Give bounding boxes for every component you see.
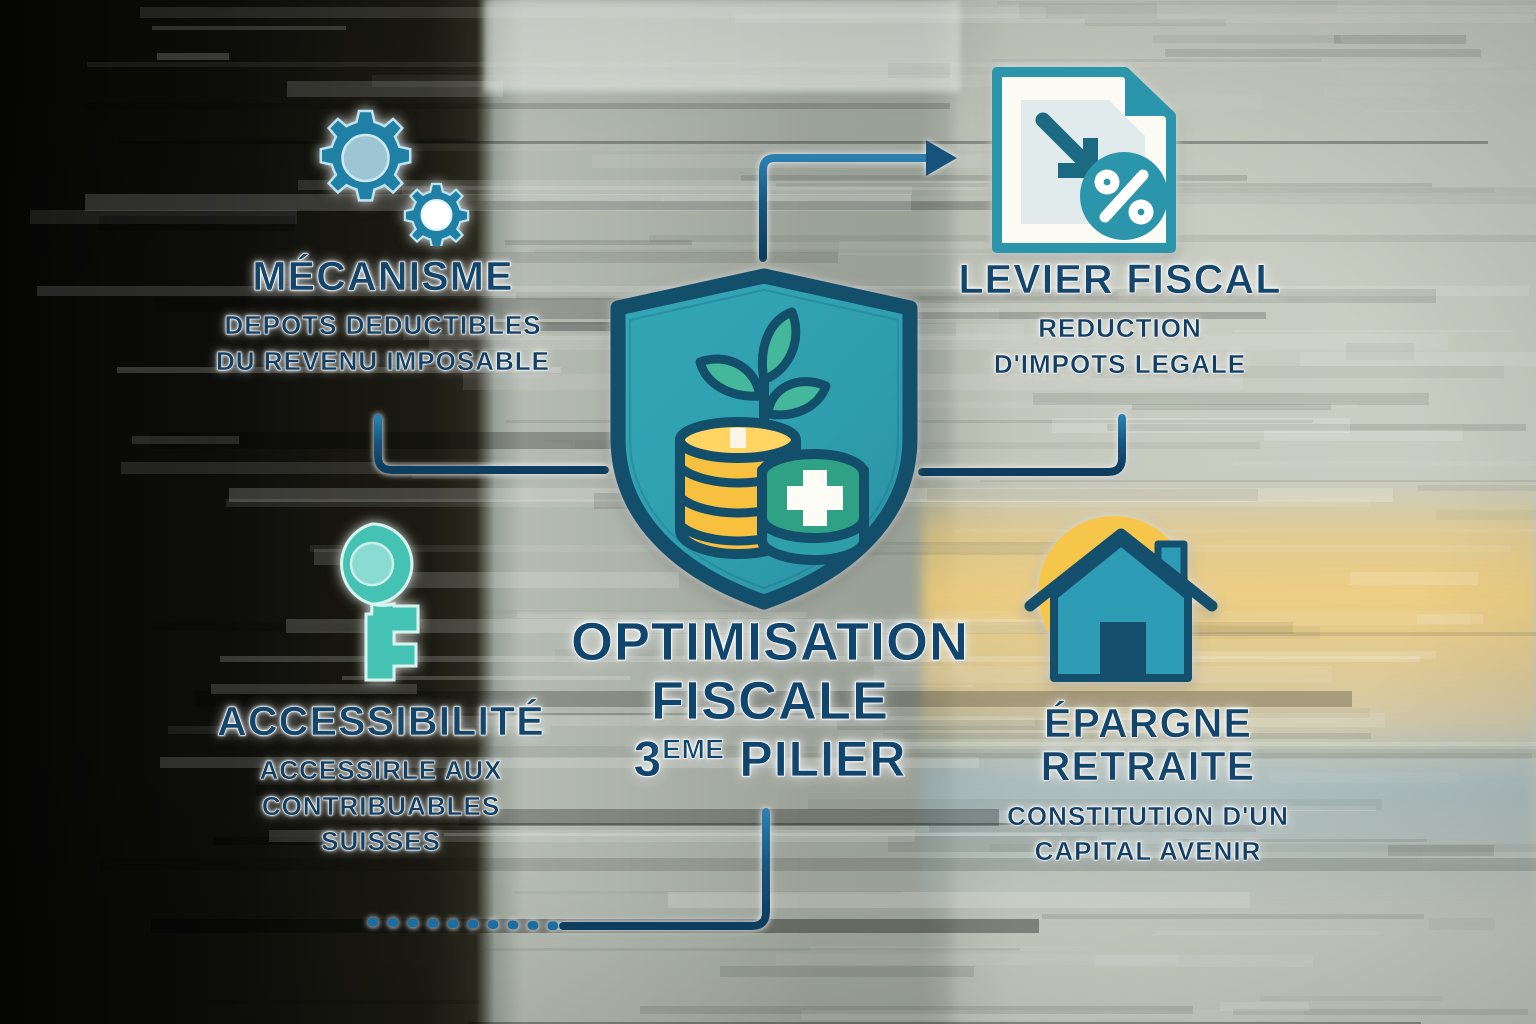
gears-icon [296,98,482,251]
top-right-heading: LEVIER FISCAL [958,256,1282,302]
center-title-pillar-word: PILIER [724,731,907,788]
center-title-pillar-suffix: EME [662,733,725,765]
quadrant-top-right: LEVIER FISCAL REDUCTION D'IMPOTS LEGALE [940,256,1300,382]
bottom-left-heading: ACCESSIBILITÉ [217,698,545,744]
quadrant-top-left: MÉCANISME DEPOTS DEDUCTIBLES DU REVENU I… [188,253,578,379]
top-left-sub-line2: DU REVENU IMPOSABLE [216,345,550,376]
background-cool-band [921,716,1536,922]
center-title: OPTIMISATION FISCALE 3EME PILIER [470,612,1070,788]
top-left-heading: MÉCANISME [252,253,514,299]
top-left-sub-line1: DEPOTS DEDUCTIBLES [224,310,542,341]
bottom-right-sub-line1: CONSTITUTION D'UN [1007,800,1289,831]
quadrant-bottom-right: ÉPARGNE RETRAITE CONSTITUTION D'UN CAPIT… [978,700,1318,869]
bottom-right-sub-line2: CAPITAL AVENIR [1034,836,1262,866]
document-percent-decrease-icon [985,62,1197,263]
bottom-left-sub-line1: ACCESSIRLE AUX [259,755,503,786]
shield-growth-icon [598,268,930,615]
bottom-right-heading-line2: RETRAITE [1040,743,1256,790]
bottom-left-sub-line2: CONTRIBUABLES [261,790,501,821]
quadrant-bottom-left: ACCESSIBILITÉ ACCESSIRLE AUX CONTRIBUABL… [196,698,566,859]
house-sun-icon [1008,496,1236,701]
bottom-left-sub-line3: SUISSES [321,825,441,856]
center-title-line3: 3EME PILIER [470,731,1070,788]
background-top-highlight [483,0,960,93]
center-title-line2: FISCALE [650,670,889,731]
top-right-sub-line1: REDUCTION [1038,313,1202,344]
bottom-right-heading-line1: ÉPARGNE [1043,700,1253,746]
key-icon [326,520,460,693]
center-title-line1: OPTIMISATION [571,612,969,672]
center-title-pillar-number: 3 [633,731,663,788]
top-right-sub-line2: D'IMPOTS LEGALE [993,348,1247,379]
